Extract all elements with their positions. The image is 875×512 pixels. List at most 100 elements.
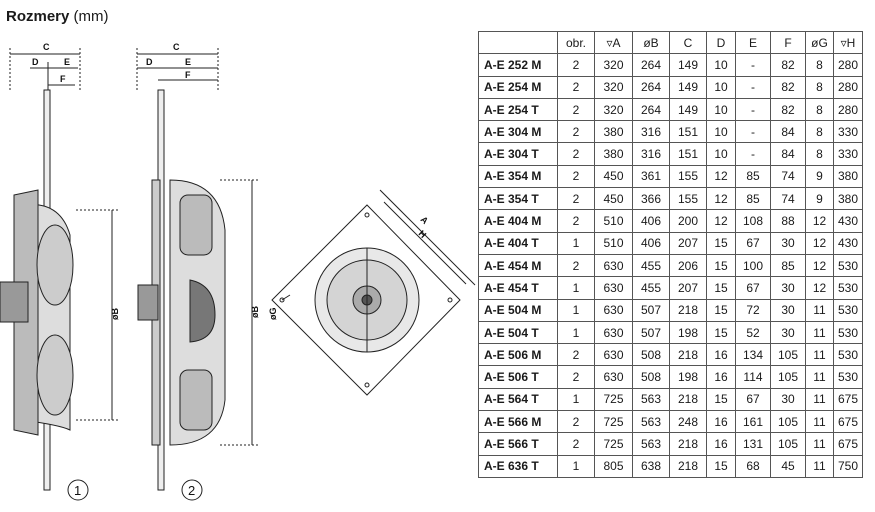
label-e-2: E [185,57,191,67]
table-cell: 430 [833,231,863,255]
model-cell: A-E 354 T [478,187,558,211]
table-cell: 330 [833,142,863,166]
table-cell: 675 [833,410,863,434]
view-number-2: 2 [188,483,195,498]
table-cell: 320 [594,75,633,99]
table-cell: 149 [669,53,707,77]
table-cell: 316 [632,142,670,166]
table-cell: 638 [632,454,670,478]
label-c-1: C [43,42,50,52]
table-cell: 11 [805,432,834,456]
table-cell: 507 [632,298,670,322]
label-f-2: F [185,70,191,80]
table-cell: 280 [833,75,863,99]
table-cell: 361 [632,164,670,189]
header-g: øG [805,30,834,55]
table-cell: 366 [632,187,670,211]
table-cell: 2 [557,209,595,233]
table-cell: 16 [706,410,736,434]
model-cell: A-E 566 M [478,410,558,434]
fan-drawings: C D E F øB 1 C D E F øB 2 [0,42,476,501]
table-cell: 508 [632,365,670,389]
table-cell: 1 [557,454,595,478]
table-cell: 406 [632,231,670,255]
table-cell: - [735,120,771,144]
table-cell: 11 [805,410,834,434]
heading-unit: (mm) [73,8,109,25]
table-cell: 2 [557,187,595,211]
table-cell: 15 [706,231,736,255]
table-cell: 330 [833,120,863,144]
fan-side-view-1 [0,48,120,501]
table-cell: 380 [594,120,633,144]
header-h: ▿H [833,30,863,55]
table-cell: 30 [770,320,806,345]
table-cell: 2 [557,120,595,144]
table-cell: 630 [594,253,633,278]
table-cell: 2 [557,343,595,367]
table-cell: 161 [735,410,771,434]
table-cell: 15 [706,298,736,322]
view-number-1: 1 [74,483,81,498]
model-cell: A-E 304 T [478,142,558,166]
table-cell: 12 [706,164,736,189]
table-cell: 530 [833,253,863,278]
table-cell: 805 [594,454,633,478]
table-cell: 74 [770,164,806,189]
label-c-2: C [173,42,180,52]
table-cell: - [735,53,771,77]
table-cell: 320 [594,53,633,77]
table-cell: 630 [594,343,633,367]
model-cell: A-E 506 T [478,365,558,389]
table-cell: 88 [770,209,806,233]
heading-bold: Rozmery [6,8,70,25]
table-cell: 450 [594,164,633,189]
fan-side-view-2 [136,48,260,501]
table-cell: 630 [594,365,633,389]
table-cell: 1 [557,231,595,255]
table-cell: 155 [669,164,707,189]
table-cell: 134 [735,343,771,367]
table-cell: - [735,75,771,99]
label-b-1: øB [110,308,120,320]
table-cell: 1 [557,276,595,300]
table-cell: 218 [669,343,707,367]
table-cell: 507 [632,320,670,345]
table-cell: 45 [770,454,806,478]
table-cell: 675 [833,387,863,412]
table-cell: 530 [833,298,863,322]
table-cell: 264 [632,75,670,99]
table-cell: 10 [706,53,736,77]
label-h: H [417,228,429,240]
label-g: øG [268,308,278,321]
table-cell: 72 [735,298,771,322]
table-cell: 218 [669,454,707,478]
table-cell: 455 [632,253,670,278]
table-cell: 84 [770,142,806,166]
table-cell: 67 [735,387,771,412]
table-cell: 380 [833,187,863,211]
model-cell: A-E 506 M [478,343,558,367]
table-cell: 85 [770,253,806,278]
table-cell: 2 [557,164,595,189]
model-cell: A-E 254 T [478,97,558,122]
table-cell: 218 [669,298,707,322]
table-cell: 218 [669,387,707,412]
table-cell: 11 [805,343,834,367]
table-cell: 67 [735,276,771,300]
header-a: ▿A [594,30,633,55]
table-cell: 200 [669,209,707,233]
model-cell: A-E 354 M [478,164,558,189]
table-cell: 12 [805,276,834,300]
table-cell: 1 [557,298,595,322]
table-cell: 149 [669,97,707,122]
table-cell: 100 [735,253,771,278]
table-cell: 11 [805,454,834,478]
table-cell: 12 [706,187,736,211]
